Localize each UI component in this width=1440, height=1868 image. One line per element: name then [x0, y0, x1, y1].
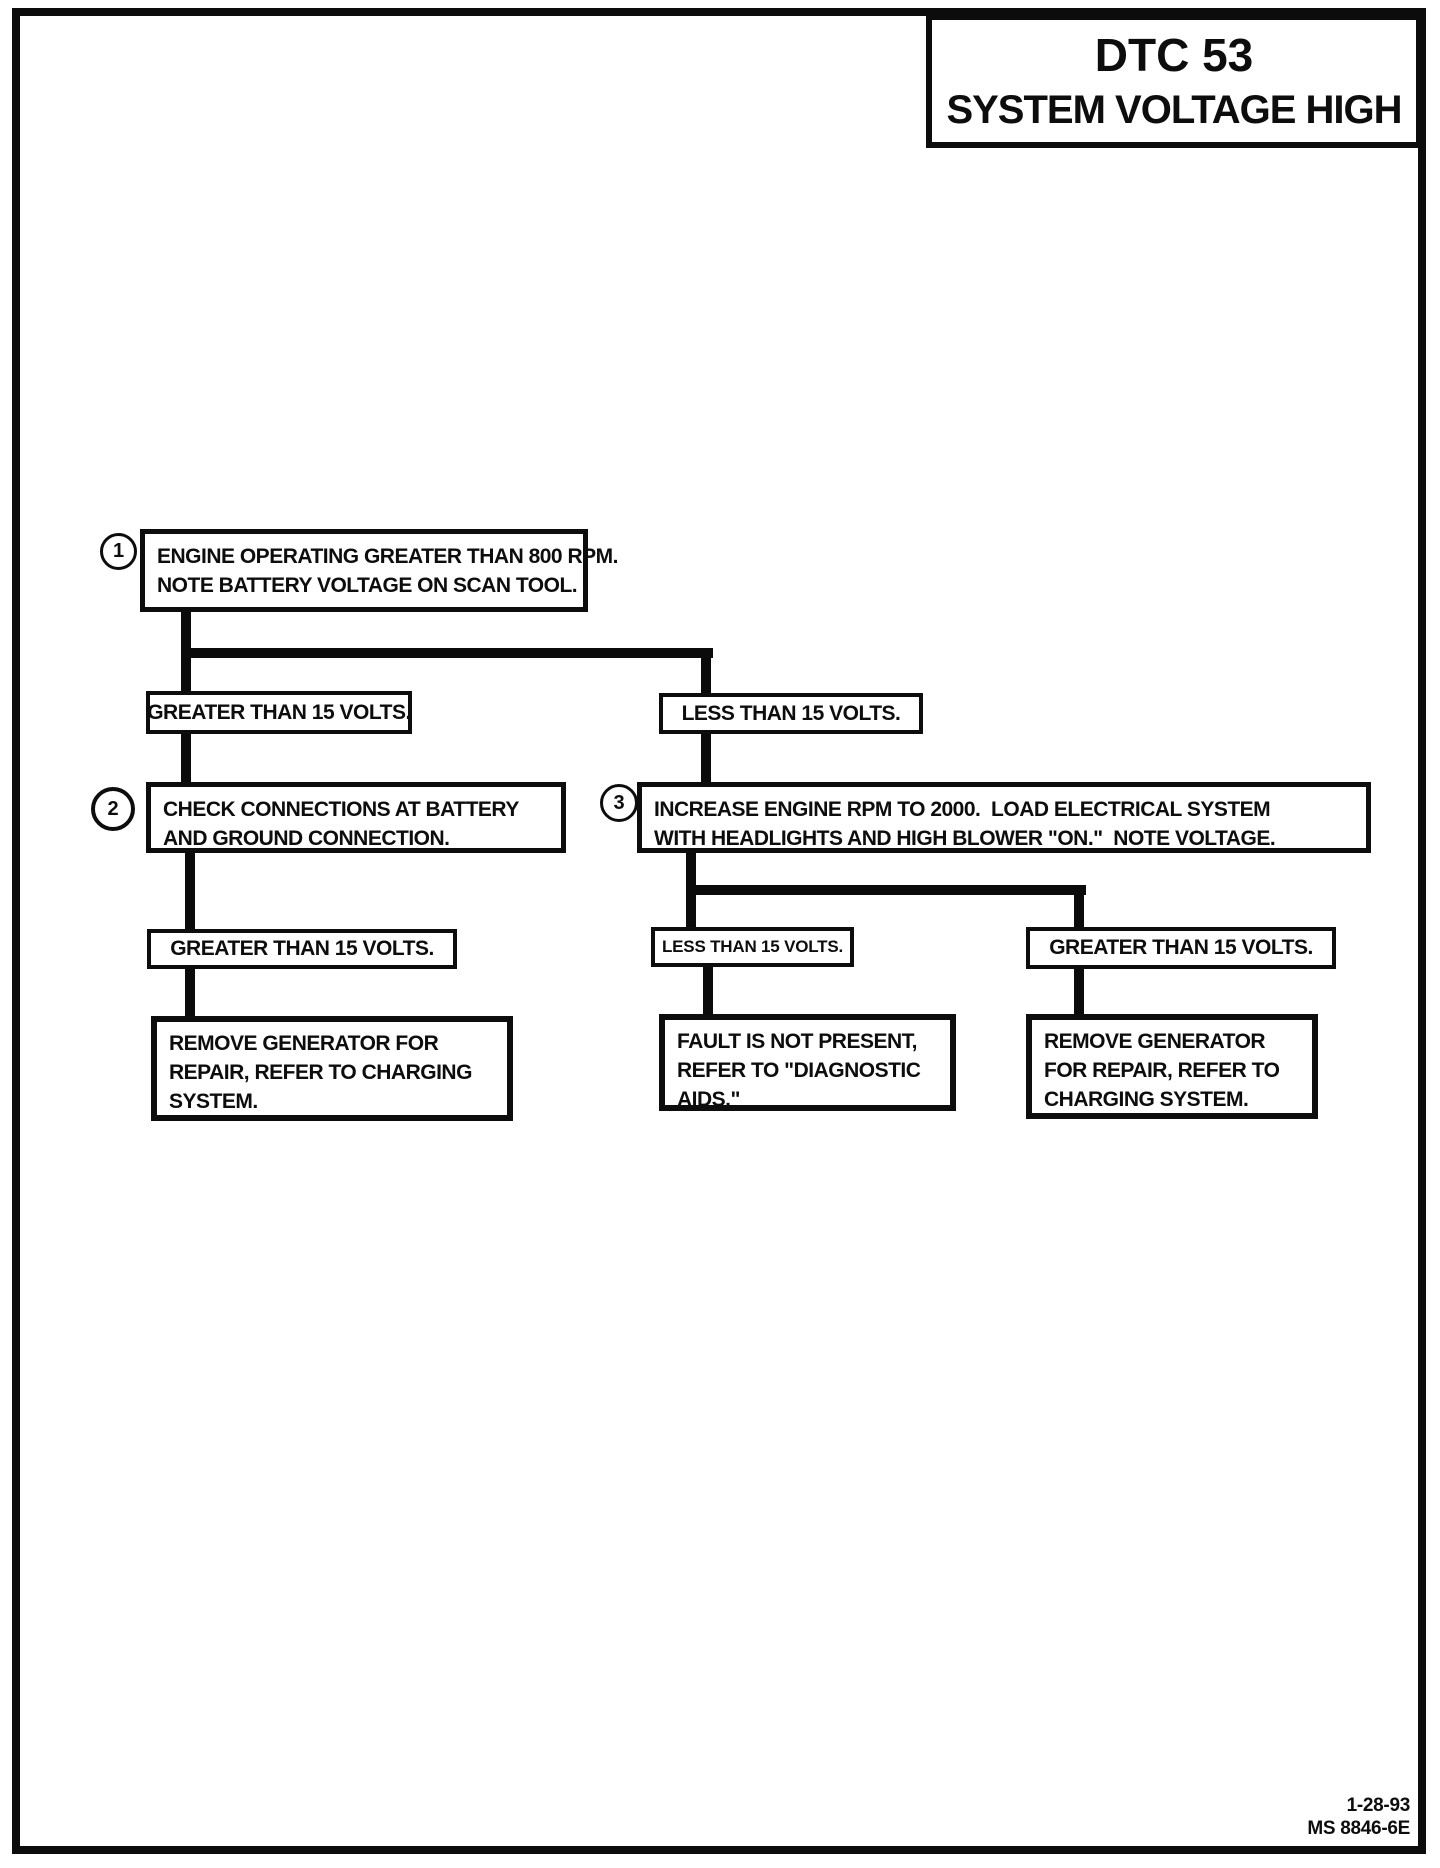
flow-node-greater15-b: GREATER THAN 15 VOLTS. [147, 929, 457, 969]
step3-line2: WITH HEADLIGHTS AND HIGH BLOWER "ON." NO… [654, 827, 1276, 850]
connector-branch2-left-down [686, 889, 696, 930]
connector-branch1-left-down [181, 652, 191, 694]
greater15-b-label: GREATER THAN 15 VOLTS. [170, 937, 434, 960]
remove-generator-right-line1: REMOVE GENERATOR [1044, 1030, 1266, 1053]
remove-generator-right-line2: FOR REPAIR, REFER TO [1044, 1059, 1280, 1082]
step1-line2: NOTE BATTERY VOLTAGE ON SCAN TOOL. [157, 574, 578, 597]
flow-node-remove-generator-left: REMOVE GENERATOR FOR REPAIR, REFER TO CH… [151, 1016, 513, 1121]
flow-node-step3: INCREASE ENGINE RPM TO 2000. LOAD ELECTR… [637, 782, 1371, 853]
connector-less15a-step3 [701, 732, 711, 785]
connector-branch2-right-down [1074, 889, 1084, 930]
connector-branch2-horizontal [686, 885, 1086, 895]
step1-line1: ENGINE OPERATING GREATER THAN 800 RPM. [157, 545, 618, 568]
flow-node-less15-b: LESS THAN 15 VOLTS. [651, 927, 854, 967]
fault-not-present-line2: REFER TO "DIAGNOSTIC [677, 1059, 921, 1082]
remove-generator-right-line3: CHARGING SYSTEM. [1044, 1088, 1249, 1111]
step-number-circle-2: 2 [91, 787, 135, 831]
less15-b-label: LESS THAN 15 VOLTS. [661, 937, 844, 956]
connector-greater15a-step2 [181, 732, 191, 785]
step-number-2: 2 [107, 797, 119, 820]
flow-node-fault-not-present: FAULT IS NOT PRESENT, REFER TO "DIAGNOST… [659, 1014, 956, 1111]
remove-generator-left-line1: REMOVE GENERATOR FOR [169, 1032, 439, 1055]
step2-line1: CHECK CONNECTIONS AT BATTERY [163, 798, 519, 821]
flow-node-remove-generator-right: REMOVE GENERATOR FOR REPAIR, REFER TO CH… [1026, 1014, 1318, 1119]
greater15-c-label: GREATER THAN 15 VOLTS. [1049, 936, 1313, 959]
footer-date: 1-28-93 [1346, 1795, 1411, 1816]
step-number-circle-3: 3 [600, 784, 638, 822]
connector-step1-down [181, 610, 191, 654]
flow-node-greater15-c: GREATER THAN 15 VOLTS. [1026, 927, 1336, 969]
flow-node-greater15-a: GREATER THAN 15 VOLTS. [146, 691, 412, 734]
step2-line2: AND GROUND CONNECTION. [163, 827, 450, 850]
less15-a-label: LESS THAN 15 VOLTS. [681, 701, 901, 725]
step3-line1: INCREASE ENGINE RPM TO 2000. LOAD ELECTR… [654, 798, 1271, 821]
fault-not-present-line1: FAULT IS NOT PRESENT, [677, 1030, 917, 1053]
fault-not-present-line3: AIDS." [677, 1088, 740, 1111]
greater15-a-label: GREATER THAN 15 VOLTS. [147, 700, 411, 724]
connector-less15b-leaf [703, 965, 713, 1017]
connector-step3-down [686, 851, 696, 891]
footer-block: 1-28-93 MS 8846-6E [1180, 1794, 1410, 1840]
flow-node-step2: CHECK CONNECTIONS AT BATTERY AND GROUND … [146, 782, 566, 853]
flow-node-step1: ENGINE OPERATING GREATER THAN 800 RPM. N… [140, 529, 618, 612]
footer-doc-id: MS 8846-6E [1307, 1818, 1410, 1839]
step-number-3: 3 [613, 791, 625, 814]
connector-branch1-horizontal [181, 648, 713, 658]
connector-branch1-right-down [701, 652, 711, 697]
flow-node-less15-a: LESS THAN 15 VOLTS. [659, 693, 923, 734]
dtc-name-title: SYSTEM VOLTAGE HIGH [946, 88, 1402, 132]
connector-greater15c-leaf [1074, 967, 1084, 1017]
remove-generator-left-line2: REPAIR, REFER TO CHARGING [169, 1061, 472, 1084]
remove-generator-left-line3: SYSTEM. [169, 1090, 258, 1113]
dtc-code-title: DTC 53 [1094, 29, 1254, 81]
title-box: DTC 53 SYSTEM VOLTAGE HIGH [926, 14, 1422, 148]
connector-greater15b-leaf [185, 967, 195, 1019]
step-number-circle-1: 1 [100, 533, 137, 570]
step-number-1: 1 [112, 540, 125, 562]
connector-step2-down [185, 851, 195, 932]
